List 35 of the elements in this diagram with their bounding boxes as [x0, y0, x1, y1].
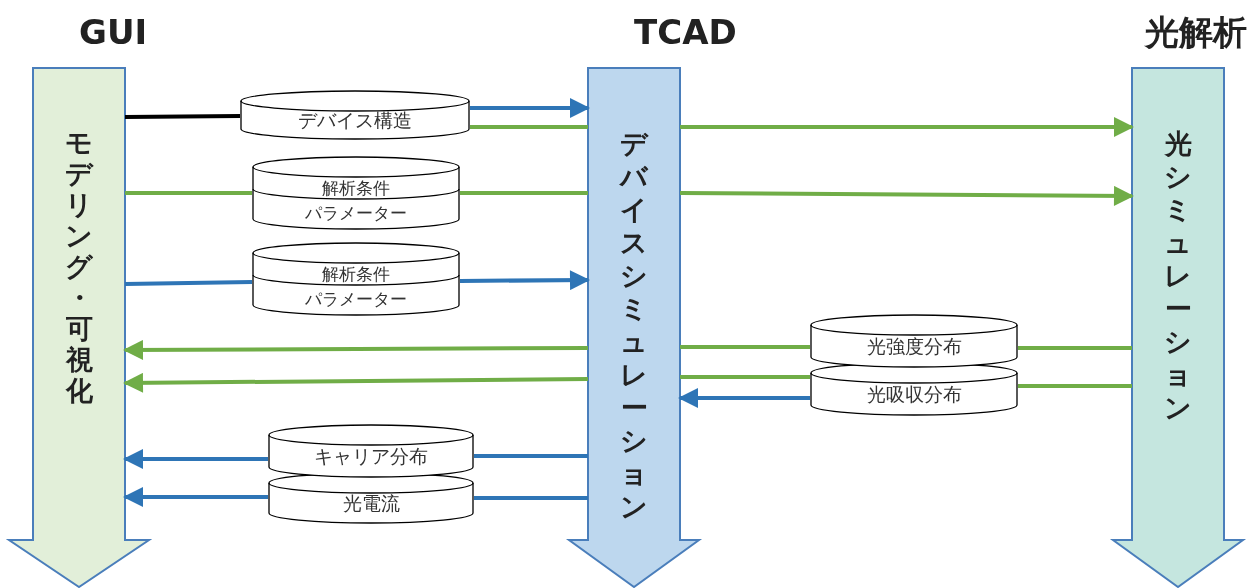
connector-line	[470, 125, 588, 129]
cylinder-label: パラメーター	[304, 291, 408, 308]
cylinder-label: 光電流	[341, 494, 401, 513]
cylinder-label: 解析条件	[321, 266, 391, 283]
arrow	[460, 270, 590, 291]
connector-line	[124, 114, 241, 119]
lane-label: デバイスシミュレーション	[620, 127, 649, 523]
lane-title: TCAD	[634, 15, 737, 49]
lane-title: 光解析	[1145, 15, 1247, 49]
cylinder-label: 解析条件	[321, 180, 391, 197]
connector-line	[1018, 346, 1132, 350]
connector-line	[125, 191, 252, 195]
arrow	[123, 339, 588, 360]
arrow	[123, 449, 268, 469]
arrow	[470, 98, 590, 118]
cylinder-label: 光吸収分布	[865, 385, 963, 404]
cylinder-label: デバイス構造	[297, 111, 413, 130]
connector-line	[680, 375, 810, 379]
arrow	[123, 487, 268, 507]
lane-label: モデリング・可視化	[65, 127, 94, 406]
arrow	[123, 372, 588, 393]
cylinder-label: キャリア分布	[313, 447, 429, 466]
arrow	[680, 117, 1134, 137]
connector-line	[680, 345, 810, 349]
connector-line	[1018, 384, 1132, 388]
connector-line	[124, 280, 253, 286]
lane-label: 光シミュレーション	[1164, 127, 1193, 424]
arrow	[680, 185, 1134, 206]
arrow	[678, 388, 810, 408]
lane-title: GUI	[79, 15, 148, 49]
cylinder-label: パラメーター	[304, 205, 408, 222]
connector-line	[474, 454, 588, 458]
connector-line	[460, 191, 588, 195]
cylinder-label: 光強度分布	[865, 337, 963, 356]
connector-line	[474, 496, 588, 500]
